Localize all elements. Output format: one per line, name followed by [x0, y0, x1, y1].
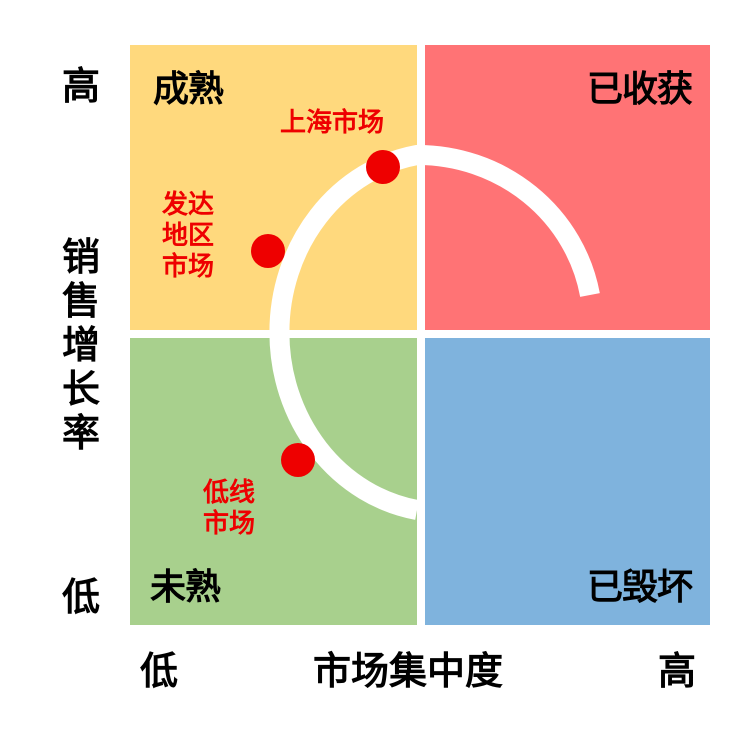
market-label-line: 市场 [162, 252, 215, 283]
market-label-line: 市场 [203, 509, 256, 540]
market-label-line: 低线 [203, 478, 256, 508]
quadrant-label-mature: 成熟 [153, 69, 224, 110]
market-label-developed: 发达 地区 市场 [162, 190, 222, 284]
market-label-line: 地区 [162, 221, 215, 252]
quadrant-label-harvested: 已收获 [586, 69, 693, 110]
quadrant-label-immature: 未熟 [150, 567, 221, 608]
x-axis-title: 市场集中度 [313, 649, 504, 693]
quadrant-label-destroyed: 已毁坏 [586, 567, 693, 608]
x-axis-high-label: 高 [658, 649, 697, 693]
y-axis-low-label: 低 [62, 575, 101, 619]
y-axis-high-label: 高 [62, 64, 101, 108]
market-label-line: 发达 [162, 190, 215, 220]
market-label-shanghai: 上海市场 [280, 108, 385, 138]
x-axis-low-label: 低 [140, 649, 179, 693]
y-axis-title: 销售增长率 [62, 235, 101, 455]
market-label-lowtier: 低线 市场 [203, 478, 267, 540]
